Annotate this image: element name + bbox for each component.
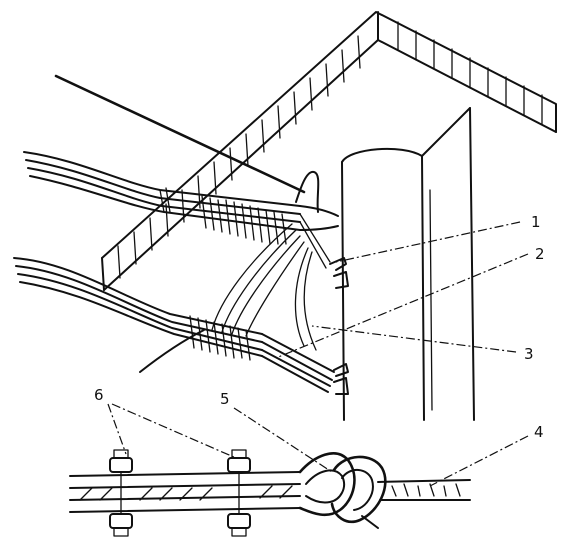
upper-seizing	[201, 195, 287, 245]
label-2: 2	[535, 245, 545, 263]
label-6: 6	[94, 386, 104, 404]
label-4: 4	[534, 423, 544, 441]
upper-cable-bundle	[23, 151, 339, 269]
rope-texture	[391, 483, 461, 497]
post-hooks	[329, 257, 349, 395]
clamp-left	[109, 449, 133, 537]
guy-line	[54, 74, 306, 194]
label-1: 1	[531, 213, 541, 231]
callout-labels: 1 2 3 4 5 6	[94, 213, 545, 441]
post	[341, 107, 475, 421]
thimble-splice-detail	[69, 449, 471, 537]
cable-hatching	[79, 485, 293, 501]
clamp-right	[227, 449, 251, 537]
label-5: 5	[220, 390, 230, 408]
label-3: 3	[524, 345, 534, 363]
leader-lines	[107, 221, 529, 487]
lower-cable-bundle	[13, 223, 335, 393]
overhead-beam	[101, 11, 557, 291]
beam-hatching	[117, 21, 543, 279]
